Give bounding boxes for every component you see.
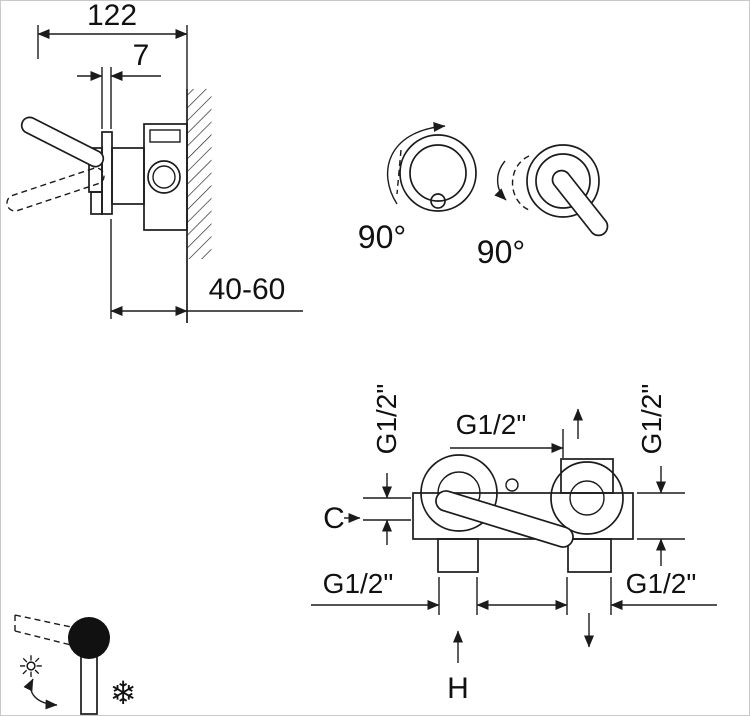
plan-view: G1/2" G1/2" C G1/2" G1/2": [311, 384, 717, 705]
thread-top-outlet-label: G1/2": [456, 409, 527, 440]
rotation-arrow-left: [386, 122, 446, 205]
right-handle-lever: [551, 169, 609, 237]
dim-overall-depth-label: 122: [87, 1, 137, 32]
hot-inlet-label: H: [447, 672, 469, 705]
center-offset-label: C: [323, 502, 345, 535]
dim-install-depth-label: 40-60: [209, 273, 286, 306]
screw-detail: [505, 478, 519, 492]
right-rotation-label: 90°: [477, 234, 525, 270]
dim-plate-thickness: 7: [77, 39, 161, 129]
right-handle-circle: [526, 144, 600, 218]
dim-plate-thickness-label: 7: [133, 39, 150, 72]
left-handle-circle: [399, 134, 477, 212]
inlet-circle: [147, 160, 181, 194]
dim-bottom-left-inlet: G1/2": [311, 568, 522, 615]
right-valve-circle: [550, 461, 624, 535]
handle-lever-dashed-position: [6, 167, 105, 212]
right-union-nut: [567, 538, 612, 573]
plan-handle-lever: [435, 490, 574, 548]
wall-hatch: [187, 89, 212, 259]
left-union-nut: [437, 538, 479, 573]
legend-rotation-arrow: [23, 678, 58, 710]
cold-icon: ❄: [110, 674, 137, 712]
handle-dashed-arc: [511, 155, 530, 211]
thread-bottom-left-label: G1/2": [323, 568, 394, 599]
dim-right-port: G1/2": [636, 384, 685, 566]
thread-bottom-right-label: G1/2": [626, 568, 697, 599]
inlet-flow-indicators: H: [447, 613, 594, 705]
thread-left-port-label: G1/2": [371, 384, 402, 455]
left-rotation-label: 90°: [358, 219, 406, 255]
thread-right-port-label: G1/2": [636, 384, 667, 455]
hot-icon: ☼: [18, 650, 45, 685]
dim-top-outlet: G1/2": [450, 408, 583, 458]
dim-install-depth: 40-60: [110, 219, 303, 319]
body-bar: [412, 492, 634, 540]
temperature-legend: ☼ ❄: [14, 614, 137, 715]
left-valve-circle: [420, 454, 498, 532]
side-view: 122 7 40-60: [6, 1, 303, 323]
valve-sleeve: [111, 147, 145, 205]
dim-overall-depth: 122: [37, 1, 188, 89]
right-handle: 90°: [477, 144, 609, 270]
rotation-arrow-right: [494, 160, 507, 201]
handle-lever-side: [20, 116, 105, 168]
dim-left-port: G1/2" C: [323, 384, 411, 545]
left-handle: 90°: [358, 122, 477, 255]
temp-knob: [68, 617, 110, 659]
escutcheon-plate: [101, 131, 113, 215]
top-outlet-connection: [560, 458, 614, 494]
knob-stem: [80, 650, 98, 715]
front-view: 90° 90°: [358, 122, 609, 270]
knob-dashed-position: [14, 614, 72, 628]
dim-bottom-right-inlet: G1/2": [522, 568, 717, 615]
